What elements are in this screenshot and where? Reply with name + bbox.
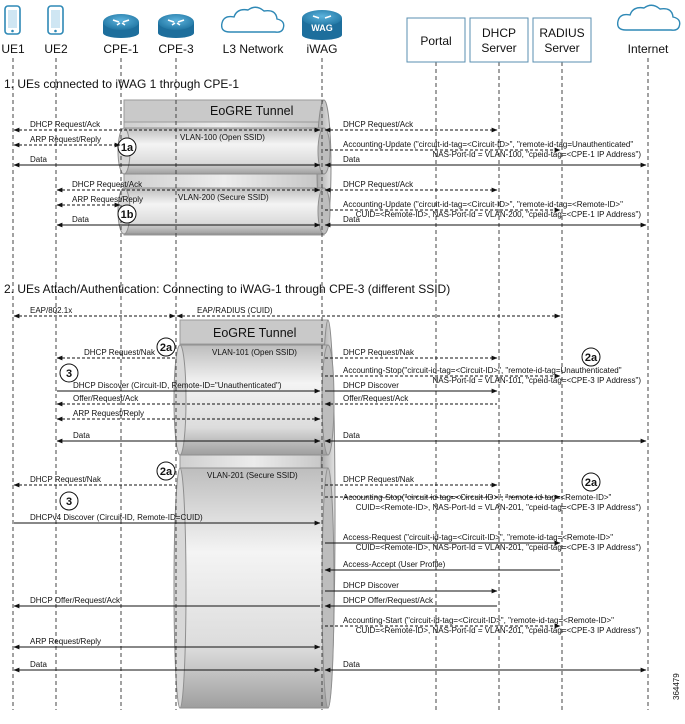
s1-a-right-acct2: NAS-Port-Id = VLAN-100, "cpeid-tag=<CPE-… — [432, 150, 641, 159]
vlan-200-label: VLAN-200 (Secure SSID) — [178, 193, 269, 202]
s1-b-right-data: Data — [343, 215, 360, 224]
entity-cpe1: CPE-1 — [103, 42, 139, 56]
entity-radius-line1: RADIUS — [539, 26, 584, 40]
arrows-section1 — [13, 127, 647, 228]
svg-text:1a: 1a — [121, 142, 134, 154]
entity-ue1: UE1 — [1, 42, 25, 56]
entity-cpe3: CPE-3 — [158, 42, 194, 56]
svg-text:2a: 2a — [585, 352, 598, 364]
router-icon-cpe1 — [103, 14, 139, 38]
s1-a-right-data: Data — [343, 155, 360, 164]
section1-title: 1. UEs connected to iWAG 1 through CPE-1 — [4, 77, 239, 91]
cloud-icon-l3 — [220, 6, 285, 33]
wag-icon: WAG — [302, 10, 342, 40]
s2-eap-8021x: EAP/802.1x — [30, 306, 72, 315]
s1-a-right-acct1: Accounting-Update ("circuit-id-tag=<Circ… — [343, 140, 633, 149]
s1-b-right-acct2: CUID=<Remote-ID>, NAS-Port-Id = VLAN-200… — [356, 210, 642, 219]
section1-tunnel-label: EoGRE Tunnel — [210, 104, 293, 118]
entity-dhcp-line2: Server — [481, 41, 516, 55]
entity-radius-line2: Server — [544, 41, 579, 55]
badge-3-d: 3 — [59, 491, 79, 511]
wag-icon-text: WAG — [311, 23, 333, 33]
s1-a-right-dhcp: DHCP Request/Ack — [343, 120, 414, 129]
s2-d-data-right: Data — [343, 660, 360, 669]
badge-1a: 1a — [117, 137, 137, 157]
s2-d-stop1: Accounting-Stop("circuit-id-tag=<Circuit… — [343, 493, 612, 502]
svg-text:3: 3 — [66, 368, 72, 380]
radius-server-box — [532, 17, 592, 63]
entity-internet: Internet — [628, 42, 669, 56]
s2-d-left-nak: DHCP Request/Nak — [30, 475, 102, 484]
s2-d-access-req2: CUID=<Remote-ID>, NAS-Port-Id = VLAN-201… — [356, 543, 642, 552]
s2-c-stop1: Accounting-Stop("circuit-id-tag=<Circuit… — [343, 366, 622, 375]
s2-c-arp: ARP Request/Reply — [73, 409, 144, 418]
s2-d-start2: CUID=<Remote-ID>, NAS-Port-Id = VLAN-201… — [356, 626, 642, 635]
badge-2a-d-left: 2a — [156, 461, 176, 481]
entity-iwag: iWAG — [307, 42, 338, 56]
figure-id: 364479 — [672, 673, 681, 700]
s1-b-right-dhcp: DHCP Request/Ack — [343, 180, 414, 189]
s1-b-left-dhcp: DHCP Request/Ack — [72, 180, 143, 189]
s2-d-offer-left: DHCP Offer/Request/Ack — [30, 596, 121, 605]
s1-a-left-arp: ARP Request/Reply — [30, 135, 101, 144]
svg-text:2a: 2a — [160, 466, 173, 478]
badge-2a-c-left: 2a — [156, 337, 176, 357]
phone-icon-ue1 — [4, 5, 21, 35]
s2-d-access-accept: Access-Accept (User Profile) — [343, 560, 446, 569]
s2-d-stop2: CUID=<Remote-ID>, NAS-Port-Id = VLAN-201… — [356, 503, 642, 512]
s2-c-offer-left: Offer/Request/Ack — [73, 394, 139, 403]
s2-c-offer-right: Offer/Request/Ack — [343, 394, 409, 403]
router-icon-cpe3 — [158, 14, 194, 38]
vlan-201-tube — [173, 467, 335, 709]
s2-c-data-left: Data — [73, 431, 90, 440]
s2-c-discover-right: DHCP Discover — [343, 381, 399, 390]
s2-d-start1: Accounting-Start ("circuit-id-tag=<Circu… — [343, 616, 614, 625]
cloud-icon-internet — [616, 4, 681, 31]
s2-d-offer-right: DHCP Offer/Request/Ack — [343, 596, 434, 605]
entity-l3-network: L3 Network — [223, 42, 285, 56]
svg-text:2a: 2a — [585, 477, 598, 489]
portal-box — [406, 17, 466, 63]
s2-d-discover: DHCPv4 Discover (Circuit-ID, Remote-ID=C… — [30, 513, 203, 522]
svg-text:2a: 2a — [160, 342, 173, 354]
section2-title: 2. UEs Attach/Authentication: Connecting… — [4, 282, 450, 296]
badge-2a-d-right: 2a — [581, 472, 601, 492]
vlan-101-tube — [173, 344, 335, 456]
s2-d-access-req1: Access-Request ("circuit-id-tag=<Circuit… — [343, 533, 613, 542]
entity-ue2: UE2 — [44, 42, 68, 56]
entity-portal: Portal — [420, 34, 451, 48]
s2-d-dhcp-discover: DHCP Discover — [343, 581, 399, 590]
s2-c-left-nak: DHCP Request/Nak — [84, 348, 156, 357]
badge-2a-c-right: 2a — [581, 347, 601, 367]
s2-d-right-nak: DHCP Request/Nak — [343, 475, 415, 484]
s1-b-left-arp: ARP Request/Reply — [72, 195, 143, 204]
vlan-101-label: VLAN-101 (Open SSID) — [212, 348, 297, 357]
vlan-100-label: VLAN-100 (Open SSID) — [180, 133, 265, 142]
s1-a-left-data: Data — [30, 155, 47, 164]
section2-tunnel-label: EoGRE Tunnel — [213, 326, 296, 340]
svg-text:3: 3 — [66, 496, 72, 508]
vlan-201-label: VLAN-201 (Secure SSID) — [207, 471, 298, 480]
s2-eap-radius: EAP/RADIUS (CUID) — [197, 306, 273, 315]
s2-d-data-left: Data — [30, 660, 47, 669]
s1-a-left-dhcp: DHCP Request/Ack — [30, 120, 101, 129]
dhcp-server-box — [469, 17, 529, 63]
svg-text:1b: 1b — [121, 209, 134, 221]
s1-b-left-data: Data — [72, 215, 89, 224]
s2-c-discover-left: DHCP Discover (Circuit-ID, Remote-ID="Un… — [73, 381, 282, 390]
s2-c-right-nak: DHCP Request/Nak — [343, 348, 415, 357]
s1-b-right-acct1: Accounting-Update ("circuit-id-tag=<Circ… — [343, 200, 623, 209]
s2-c-data-right: Data — [343, 431, 360, 440]
phone-icon-ue2 — [47, 5, 64, 35]
badge-3-c: 3 — [59, 363, 79, 383]
s2-c-stop2: NAS-Port-Id = VLAN-101, "cpeid-tag=<CPE-… — [432, 376, 641, 385]
entity-dhcp-line1: DHCP — [482, 26, 516, 40]
s2-d-arp: ARP Request/Reply — [30, 637, 101, 646]
arrows-section2 — [13, 313, 647, 673]
badge-1b: 1b — [117, 204, 137, 224]
